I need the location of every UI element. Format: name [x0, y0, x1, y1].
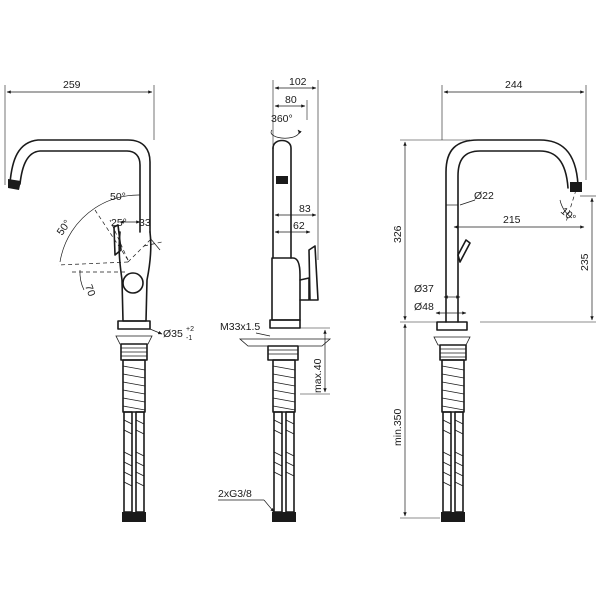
dim-83: 83 [299, 203, 311, 215]
dim-33: 33 [139, 217, 151, 229]
dim-62: 62 [293, 220, 305, 232]
hose-thread: 2xG3/8 [218, 488, 252, 500]
hole-diameter: Ø35 [163, 328, 183, 340]
dim-70: 70 [82, 283, 97, 298]
left-view: 259 50° 50° 25° 33 70 Ø35 +2 -1 [4, 79, 194, 522]
angle-25: 25° [111, 217, 127, 229]
dim-244: 244 [505, 79, 523, 91]
right-view: 244 326 Ø22 10° 215 235 Ø37 Ø48 [392, 79, 596, 522]
angle-50-left: 50° [55, 218, 74, 238]
dim-215: 215 [503, 214, 521, 226]
dim-235: 235 [579, 253, 591, 271]
dim-48: Ø48 [414, 301, 434, 313]
rotation-360: 360° [271, 113, 293, 125]
dim-22: Ø22 [474, 190, 494, 202]
max-40: max.40 [312, 358, 324, 393]
dim-80: 80 [285, 94, 297, 106]
left-width-label: 259 [63, 79, 81, 91]
hole-tol-upper: +2 [186, 326, 194, 333]
min-350: min.350 [392, 408, 404, 446]
middle-view: 102 80 360° 83 62 M33x1.5 max.40 [218, 76, 332, 522]
dim-326: 326 [392, 225, 404, 243]
angle-50-top: 50° [110, 191, 126, 203]
hole-tol-lower: -1 [186, 335, 192, 342]
angle-10: 10° [558, 205, 578, 224]
dim-37: Ø37 [414, 283, 434, 295]
dim-102: 102 [289, 76, 307, 88]
thread-m33: M33x1.5 [220, 321, 260, 333]
